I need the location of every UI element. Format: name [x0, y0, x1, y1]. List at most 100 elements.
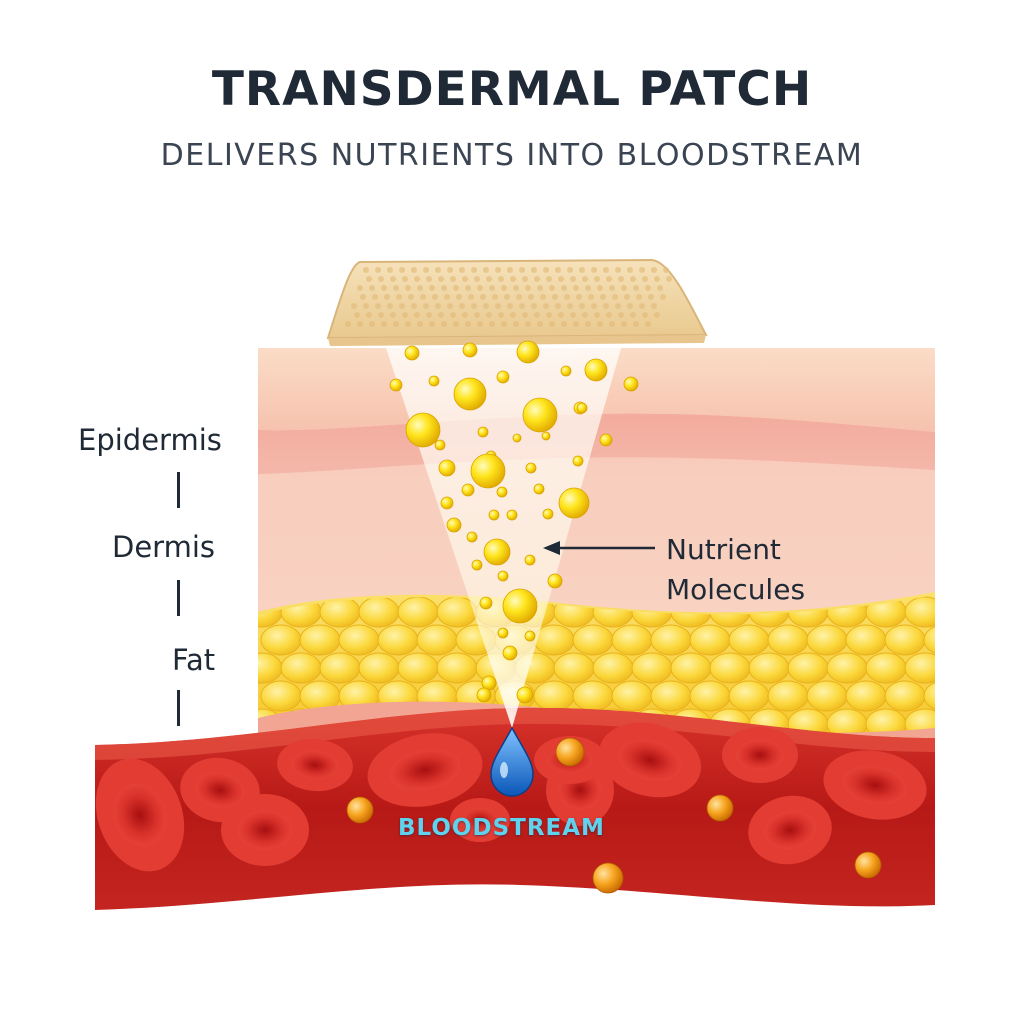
nutrient-molecule [470, 453, 506, 489]
fat-cell [572, 680, 614, 712]
fat-cell [806, 680, 848, 712]
fat-cell [611, 680, 653, 712]
label-dermis: Dermis [112, 530, 216, 564]
fat-cell [689, 624, 731, 656]
fat-cell [904, 652, 935, 684]
nutrient-molecule [497, 570, 509, 582]
fat-cell [689, 680, 731, 712]
nutrient-molecule [524, 630, 536, 642]
fat-cell [258, 652, 283, 684]
nutrient-molecule [466, 531, 478, 543]
nutrient-molecule [576, 402, 588, 414]
fat-cell [728, 624, 770, 656]
fat-cell [670, 652, 712, 684]
nutrient-molecule [471, 559, 483, 571]
fat-cell [904, 596, 935, 628]
callout-arrow [543, 541, 655, 555]
fat-cell [553, 652, 595, 684]
nutrient-particle [592, 862, 624, 894]
nutrient-molecule [524, 554, 536, 566]
label-epidermis: Epidermis [78, 423, 222, 457]
nutrient-molecule [623, 376, 639, 392]
nutrient-molecules-label: Nutrient Molecules [666, 530, 805, 610]
fat-cell [787, 652, 829, 684]
red-blood-cell [722, 727, 798, 783]
fat-cell [572, 624, 614, 656]
nutrient-molecule [572, 455, 584, 467]
fat-cell [865, 652, 907, 684]
fat-cell [826, 652, 868, 684]
fat-cell [709, 652, 751, 684]
bloodstream-label: BLOODSTREAM [398, 815, 605, 841]
nutrient-molecule [560, 365, 572, 377]
nutrient-molecule [446, 517, 462, 533]
nutrient-molecule [547, 573, 563, 589]
fat-cell [397, 596, 439, 628]
nutrient-molecule [584, 358, 608, 382]
fat-cell [767, 680, 809, 712]
fat-cell [280, 652, 322, 684]
nutrient-molecule [522, 397, 558, 433]
fat-cell [533, 680, 575, 712]
fat-cell [650, 680, 692, 712]
nutrient-molecule [558, 487, 590, 519]
red-blood-cell [221, 794, 309, 866]
nutrient-molecule [461, 483, 475, 497]
nutrient-molecule [434, 439, 446, 451]
label-connector [177, 580, 180, 616]
red-blood-cell [367, 733, 483, 807]
fat-cell [884, 680, 926, 712]
nutrient-molecule [512, 433, 522, 443]
fat-cell [923, 624, 935, 656]
fat-cell [611, 624, 653, 656]
red-blood-cell [598, 722, 702, 798]
red-blood-cell [95, 758, 185, 872]
fat-cell [748, 652, 790, 684]
nutrient-molecule [438, 459, 456, 477]
fat-cell [397, 652, 439, 684]
nutrient-molecule [476, 687, 492, 703]
nutrient-molecule [533, 483, 545, 495]
fat-cell [338, 624, 380, 656]
label-connector [177, 690, 180, 726]
nutrient-molecule [506, 509, 518, 521]
fat-cell [416, 624, 458, 656]
fat-cell [884, 624, 926, 656]
fat-cell [377, 624, 419, 656]
label-fat: Fat [172, 643, 216, 677]
transdermal-patch [326, 258, 708, 346]
fat-cell [260, 680, 302, 712]
fat-cell [299, 624, 341, 656]
nutrient-particle [555, 737, 585, 767]
nutrient-molecule [496, 486, 508, 498]
nutrient-molecule [542, 508, 554, 520]
nutrient-molecule [516, 340, 540, 364]
fat-cell [631, 652, 673, 684]
nutrient-molecule [502, 645, 518, 661]
nutrient-molecule [502, 588, 538, 624]
nutrient-particle [854, 851, 882, 879]
nutrient-molecule [496, 370, 510, 384]
nutrient-molecule [404, 345, 420, 361]
nutrient-molecule [477, 426, 489, 438]
fat-cell [806, 624, 848, 656]
nutrient-molecules [389, 340, 639, 704]
red-blood-cell [450, 798, 510, 842]
red-blood-cell [748, 795, 832, 865]
nutrient-particle [346, 796, 374, 824]
nutrient-label-line2: Molecules [666, 573, 806, 606]
fat-cell [319, 652, 361, 684]
label-connector [177, 472, 180, 508]
fat-cell [592, 652, 634, 684]
page-subtitle: DELIVERS NUTRIENTS INTO BLOODSTREAM [160, 138, 864, 173]
fat-cell [260, 624, 302, 656]
page-title: TRANSDERMAL PATCH [211, 62, 813, 117]
nutrient-molecule [599, 433, 613, 447]
fat-cell [845, 624, 887, 656]
nutrient-molecule [389, 378, 403, 392]
red-blood-cell [823, 750, 927, 820]
red-blood-cell [277, 738, 353, 792]
fat-cell [728, 680, 770, 712]
fat-cell [358, 652, 400, 684]
